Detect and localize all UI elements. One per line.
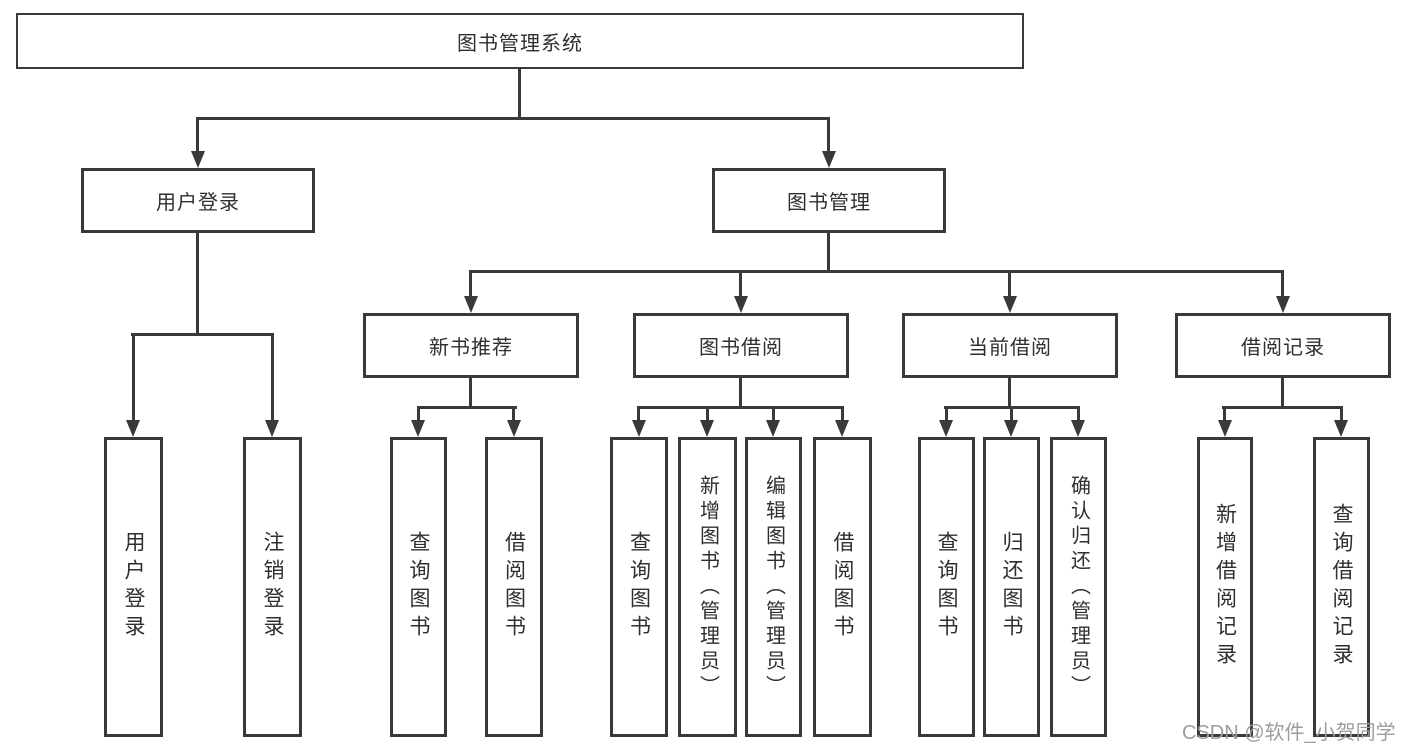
arrow-down-icon bbox=[632, 420, 646, 437]
connector-borrowing-records-bar bbox=[1222, 406, 1343, 409]
leaf-edit-books-admin: 编辑图书（管理员） bbox=[745, 437, 802, 737]
arrow-down-icon bbox=[191, 151, 205, 168]
arrow-down-icon bbox=[464, 296, 478, 313]
leaf-label: 借阅图书 bbox=[831, 531, 854, 643]
arrow-down-icon bbox=[766, 420, 780, 437]
connector-current-borrowing-trunk bbox=[1008, 378, 1011, 408]
connector-stem-leaf bbox=[841, 406, 844, 422]
node-label: 图书借阅 bbox=[699, 337, 783, 359]
connector-new-book-bar bbox=[417, 406, 517, 409]
leaf-label: 确认归还（管理员） bbox=[1067, 474, 1090, 700]
connector-book-borrowing-bar bbox=[637, 406, 844, 409]
leaf-label: 注销登录 bbox=[261, 531, 284, 643]
leaf-label: 归还图书 bbox=[1000, 531, 1023, 643]
leaf-query-books-borrowing: 查询图书 bbox=[610, 437, 668, 737]
node-library-management-system: 图书管理系统 bbox=[16, 13, 1024, 69]
node-book-borrowing: 图书借阅 bbox=[633, 313, 849, 378]
arrow-down-icon bbox=[1334, 420, 1348, 437]
connector-book-management-bar bbox=[469, 270, 1284, 273]
node-current-borrowing: 当前借阅 bbox=[902, 313, 1118, 378]
connector-stem-leaf bbox=[1340, 406, 1343, 422]
connector-stem-book-borrowing bbox=[739, 270, 742, 298]
connector-stem-leaf bbox=[132, 333, 135, 421]
connector-borrowing-records-trunk bbox=[1281, 378, 1284, 408]
connector-stem-leaf bbox=[706, 406, 709, 422]
connector-stem-leaf bbox=[945, 406, 948, 422]
leaf-label: 新增图书（管理员） bbox=[696, 474, 719, 700]
leaf-query-books-current: 查询图书 bbox=[918, 437, 975, 737]
leaf-return-books: 归还图书 bbox=[983, 437, 1040, 737]
connector-root-bar bbox=[196, 117, 830, 120]
node-label: 用户登录 bbox=[156, 192, 240, 214]
leaf-add-books-admin: 新增图书（管理员） bbox=[678, 437, 737, 737]
connector-stem-new-book bbox=[469, 270, 472, 298]
arrow-down-icon bbox=[1218, 420, 1232, 437]
connector-book-management-trunk bbox=[827, 233, 830, 273]
arrow-down-icon bbox=[1276, 296, 1290, 313]
leaf-add-borrowing-record: 新增借阅记录 bbox=[1197, 437, 1253, 737]
connector-user-login-trunk bbox=[196, 233, 199, 336]
connector-stem-leaf bbox=[271, 333, 274, 421]
connector-user-login-bar bbox=[131, 333, 274, 336]
arrow-down-icon bbox=[835, 420, 849, 437]
node-new-book-recommendation: 新书推荐 bbox=[363, 313, 579, 378]
leaf-label: 用户登录 bbox=[122, 531, 145, 643]
arrow-down-icon bbox=[939, 420, 953, 437]
connector-stem-user-login bbox=[196, 117, 199, 152]
arrow-down-icon bbox=[411, 420, 425, 437]
connector-new-book-trunk bbox=[469, 378, 472, 408]
connector-stem-leaf bbox=[637, 406, 640, 422]
connector-stem-current-borrowing bbox=[1008, 270, 1011, 298]
leaf-label: 查询图书 bbox=[407, 531, 430, 643]
leaf-label: 新增借阅记录 bbox=[1213, 503, 1237, 671]
leaf-label: 查询图书 bbox=[627, 531, 651, 643]
arrow-down-icon bbox=[265, 420, 279, 437]
connector-stem-leaf bbox=[417, 406, 420, 422]
node-user-login: 用户登录 bbox=[81, 168, 315, 233]
leaf-user-login: 用户登录 bbox=[104, 437, 163, 737]
node-borrowing-records: 借阅记录 bbox=[1175, 313, 1391, 378]
arrow-down-icon bbox=[734, 296, 748, 313]
connector-stem-leaf bbox=[772, 406, 775, 422]
leaf-query-books-recommendation: 查询图书 bbox=[390, 437, 447, 737]
arrow-down-icon bbox=[822, 151, 836, 168]
leaf-label: 查询图书 bbox=[935, 531, 958, 643]
connector-stem-leaf bbox=[1010, 406, 1013, 422]
leaf-label: 查询借阅记录 bbox=[1330, 503, 1353, 671]
connector-stem-book-management bbox=[827, 117, 830, 152]
leaf-query-borrowing-record: 查询借阅记录 bbox=[1313, 437, 1370, 737]
arrow-down-icon bbox=[1003, 296, 1017, 313]
connector-stem-leaf bbox=[512, 406, 515, 422]
leaf-borrow-books-borrowing: 借阅图书 bbox=[813, 437, 872, 737]
node-label: 借阅记录 bbox=[1241, 337, 1325, 359]
arrow-down-icon bbox=[1004, 420, 1018, 437]
leaf-borrow-books-recommendation: 借阅图书 bbox=[485, 437, 543, 737]
connector-stem-leaf bbox=[1077, 406, 1080, 422]
connector-book-borrowing-trunk bbox=[739, 378, 742, 408]
leaf-confirm-return-admin: 确认归还（管理员） bbox=[1050, 437, 1107, 737]
leaf-label: 编辑图书（管理员） bbox=[762, 474, 785, 700]
leaf-label: 借阅图书 bbox=[502, 531, 526, 643]
connector-stem-borrowing-records bbox=[1281, 270, 1284, 298]
node-label: 图书管理系统 bbox=[457, 32, 583, 55]
node-label: 新书推荐 bbox=[429, 337, 513, 359]
arrow-down-icon bbox=[507, 420, 521, 437]
node-label: 当前借阅 bbox=[968, 337, 1052, 359]
arrow-down-icon bbox=[700, 420, 714, 437]
connector-stem-leaf bbox=[1223, 406, 1226, 422]
watermark: CSDN @软件_小贺同学 bbox=[1182, 722, 1396, 744]
connector-root-trunk bbox=[518, 69, 521, 120]
leaf-logout: 注销登录 bbox=[243, 437, 302, 737]
arrow-down-icon bbox=[126, 420, 140, 437]
node-label: 图书管理 bbox=[787, 192, 871, 214]
node-book-management: 图书管理 bbox=[712, 168, 946, 233]
arrow-down-icon bbox=[1071, 420, 1085, 437]
